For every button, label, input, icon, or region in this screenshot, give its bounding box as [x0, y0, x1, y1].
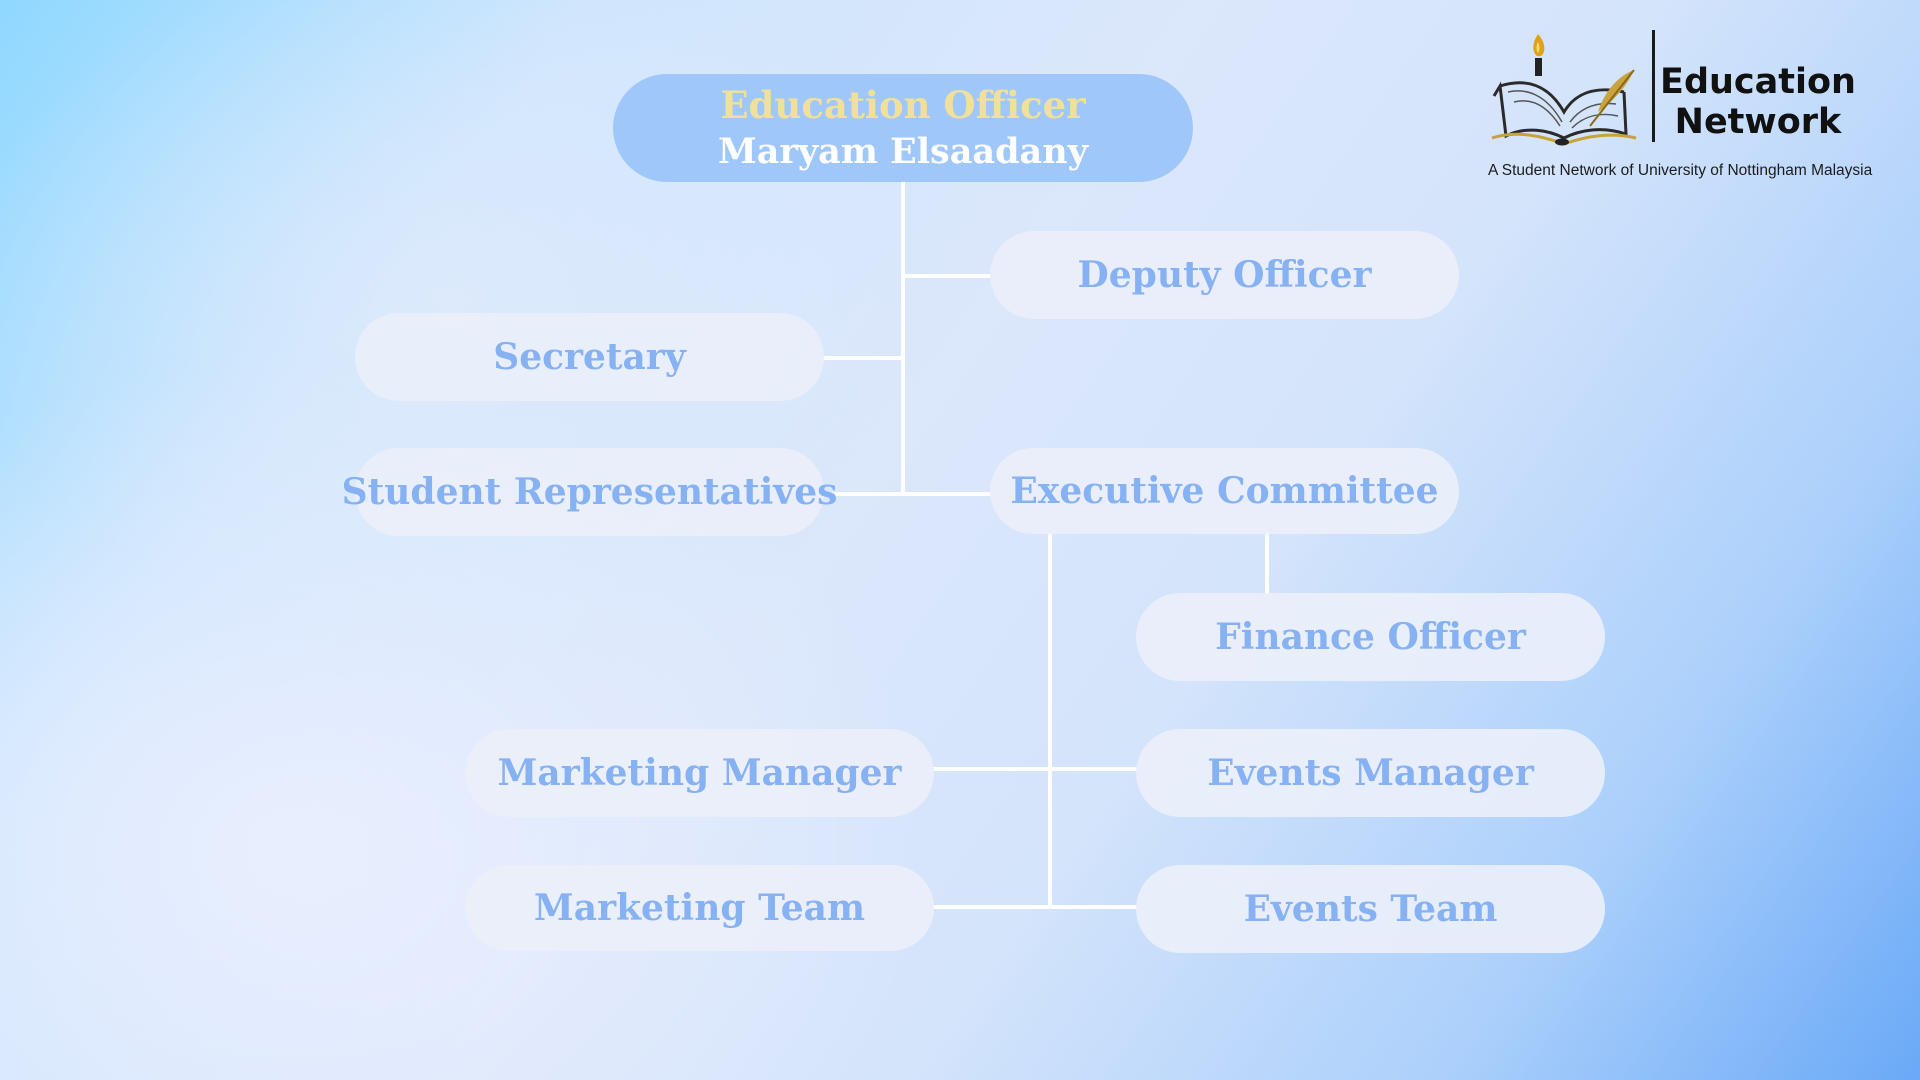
connector-teams [932, 905, 1138, 909]
head-role: Education Officer [720, 83, 1086, 127]
connector-reps-exec [822, 492, 992, 496]
connector-deputy [903, 274, 991, 278]
education-network-logo: Education Network A Student Network of U… [1480, 26, 1900, 186]
connector-secretary [822, 356, 903, 360]
node-marketing-team: Marketing Team [465, 865, 934, 951]
logo-divider [1652, 30, 1655, 142]
logo-title-line2: Network [1674, 102, 1842, 142]
connector-main-vertical [901, 180, 905, 495]
node-secretary: Secretary [355, 313, 824, 401]
node-events-team: Events Team [1136, 865, 1605, 953]
node-executive-committee: Executive Committee [990, 448, 1459, 534]
node-student-representatives: Student Representatives [342, 448, 837, 536]
node-education-officer: Education Officer Maryam Elsaadany [613, 74, 1193, 182]
connector-managers [932, 767, 1138, 771]
node-finance-officer: Finance Officer [1136, 593, 1605, 681]
head-name: Maryam Elsaadany [717, 131, 1089, 172]
node-deputy-officer: Deputy Officer [990, 231, 1459, 319]
logo-title: Education Network [1658, 62, 1858, 142]
node-events-manager: Events Manager [1136, 729, 1605, 817]
connector-exec-vertical [1048, 532, 1052, 909]
logo-tagline: A Student Network of University of Notti… [1488, 162, 1873, 179]
logo-title-line1: Education [1660, 62, 1856, 102]
connector-finance [1265, 532, 1269, 595]
node-marketing-manager: Marketing Manager [465, 729, 934, 817]
open-book-candle-quill-icon [1491, 34, 1637, 146]
